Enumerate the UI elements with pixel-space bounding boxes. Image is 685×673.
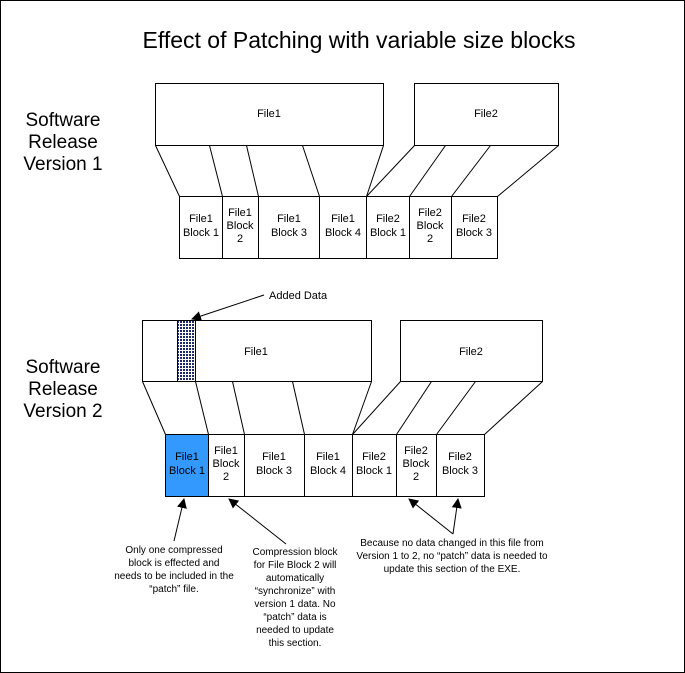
svg-text:File1: File1 bbox=[316, 451, 340, 463]
version1-block: File1 Block 3 bbox=[258, 196, 320, 259]
version2-label-line1: Software bbox=[26, 357, 101, 378]
version1-label-line2: Release bbox=[28, 132, 98, 153]
version1-file2-box bbox=[414, 83, 559, 146]
version2-block: File2 Block 3 bbox=[436, 434, 485, 497]
svg-text:Because no data changed in thi: Because no data changed in this file fro… bbox=[360, 538, 543, 549]
version1-block: File2 Block 1 bbox=[366, 196, 410, 259]
annotation-arrows bbox=[173, 498, 462, 545]
svg-text:File1: File1 bbox=[331, 213, 355, 225]
svg-text:Only one compressed: Only one compressed bbox=[125, 545, 222, 556]
version1-block: File1 Block 1 bbox=[179, 196, 223, 259]
note3: Because no data changed in this file fro… bbox=[356, 538, 548, 575]
svg-text:Block 4: Block 4 bbox=[310, 465, 346, 477]
version2-block-changed: File1 Block 1 bbox=[165, 434, 209, 497]
added-data-label: Added Data bbox=[269, 290, 328, 302]
version1-block: File1 Block 4 bbox=[319, 196, 367, 259]
version2-label: Software Release Version 2 bbox=[23, 357, 102, 422]
version2-file2: File2 bbox=[400, 320, 543, 382]
note2: Compression block for File Block 2 will … bbox=[252, 547, 338, 649]
version1-label-line1: Software bbox=[26, 110, 101, 131]
added-data-arrow bbox=[191, 294, 265, 321]
svg-text:File2: File2 bbox=[418, 207, 442, 219]
note1: Only one compressed block is effected an… bbox=[114, 545, 234, 595]
svg-text:Block: Block bbox=[417, 220, 444, 232]
svg-text:Block 3: Block 3 bbox=[256, 465, 292, 477]
svg-text:2: 2 bbox=[223, 471, 229, 483]
version2-block: File1 Block 3 bbox=[244, 434, 305, 497]
svg-text:Block 3: Block 3 bbox=[271, 227, 307, 239]
svg-text:Block 1: Block 1 bbox=[356, 465, 392, 477]
svg-text:File2: File2 bbox=[448, 451, 472, 463]
version1-file1: File1 bbox=[155, 83, 384, 146]
svg-text:Compression block: Compression block bbox=[252, 547, 338, 558]
svg-text:Block 1: Block 1 bbox=[183, 227, 219, 239]
svg-text:Block 3: Block 3 bbox=[456, 227, 492, 239]
svg-text:automatically: automatically bbox=[266, 573, 324, 584]
svg-text:for File Block 2 will: for File Block 2 will bbox=[254, 560, 337, 571]
svg-text:File1: File1 bbox=[262, 451, 286, 463]
version1-blocks: File1 Block 1 File1 Block 2 File1 Block … bbox=[179, 196, 498, 259]
svg-text:needs to be included in the: needs to be included in the bbox=[114, 571, 234, 582]
diagram-title: Effect of Patching with variable size bl… bbox=[143, 27, 576, 53]
svg-text:Block 1: Block 1 bbox=[370, 227, 406, 239]
svg-text:File1: File1 bbox=[228, 207, 252, 219]
svg-text:File1: File1 bbox=[277, 213, 301, 225]
version2-block: File1 Block 2 bbox=[208, 434, 245, 497]
version2-block: File2 Block 1 bbox=[352, 434, 397, 497]
svg-text:File2: File2 bbox=[362, 451, 386, 463]
svg-text:2: 2 bbox=[427, 233, 433, 245]
version2-file1-label: File1 bbox=[244, 346, 268, 358]
svg-text:Version 1 to 2, no “patch” dat: Version 1 to 2, no “patch” data is neede… bbox=[356, 551, 548, 562]
version2-file2-box bbox=[400, 320, 543, 382]
svg-text:version 1 data. No: version 1 data. No bbox=[254, 599, 336, 610]
version2-label-line3: Version 2 bbox=[23, 401, 102, 422]
svg-text:this section.: this section. bbox=[269, 638, 322, 649]
version2-connectors bbox=[142, 381, 543, 435]
svg-text:Block 3: Block 3 bbox=[442, 465, 478, 477]
version2-blocks: File1 Block 1 File1 Block 2 File1 Block … bbox=[165, 434, 485, 497]
svg-text:Block: Block bbox=[213, 458, 240, 470]
version1-block: File2 Block 3 bbox=[451, 196, 498, 259]
svg-text:Block: Block bbox=[227, 220, 254, 232]
svg-text:needed to update: needed to update bbox=[256, 625, 334, 636]
svg-text:File1: File1 bbox=[189, 213, 213, 225]
version1-file1-box bbox=[155, 83, 384, 146]
version1-file1-label: File1 bbox=[257, 108, 281, 120]
note1-arrow bbox=[173, 498, 187, 542]
note3-arrow-right bbox=[451, 498, 462, 535]
version2-file1: File1 bbox=[142, 320, 372, 382]
version1-label-line3: Version 1 bbox=[23, 154, 102, 175]
svg-text:File2: File2 bbox=[462, 213, 486, 225]
version1-connectors bbox=[155, 145, 559, 197]
added-data-block bbox=[177, 320, 196, 382]
version2-file2-label: File2 bbox=[459, 346, 483, 358]
svg-text:2: 2 bbox=[413, 471, 419, 483]
svg-text:File1: File1 bbox=[214, 445, 238, 457]
svg-text:“patch” data is: “patch” data is bbox=[263, 612, 326, 623]
version2-block: File1 Block 4 bbox=[304, 434, 353, 497]
svg-text:File1: File1 bbox=[175, 451, 199, 463]
version1-file2: File2 bbox=[414, 83, 559, 146]
svg-text:“patch” file.: “patch” file. bbox=[149, 584, 198, 595]
svg-text:“synchronize” with: “synchronize” with bbox=[255, 586, 336, 597]
svg-text:File2: File2 bbox=[376, 213, 400, 225]
version1-block: File1 Block 2 bbox=[222, 196, 259, 259]
svg-text:Block 1: Block 1 bbox=[169, 465, 205, 477]
svg-text:Block: Block bbox=[403, 458, 430, 470]
svg-text:2: 2 bbox=[237, 233, 243, 245]
version1-file2-label: File2 bbox=[474, 108, 498, 120]
svg-text:block is effected and: block is effected and bbox=[129, 558, 220, 569]
version2-block: File2 Block 2 bbox=[396, 434, 437, 497]
note2-arrow bbox=[228, 498, 287, 545]
version1-label: Software Release Version 1 bbox=[23, 110, 102, 175]
version1-block: File2 Block 2 bbox=[409, 196, 452, 259]
version2-label-line2: Release bbox=[28, 379, 98, 400]
svg-text:update this section of the EXE: update this section of the EXE. bbox=[384, 564, 521, 575]
svg-text:Block 4: Block 4 bbox=[325, 227, 361, 239]
svg-text:File2: File2 bbox=[404, 445, 428, 457]
note3-arrow-left bbox=[408, 498, 454, 535]
